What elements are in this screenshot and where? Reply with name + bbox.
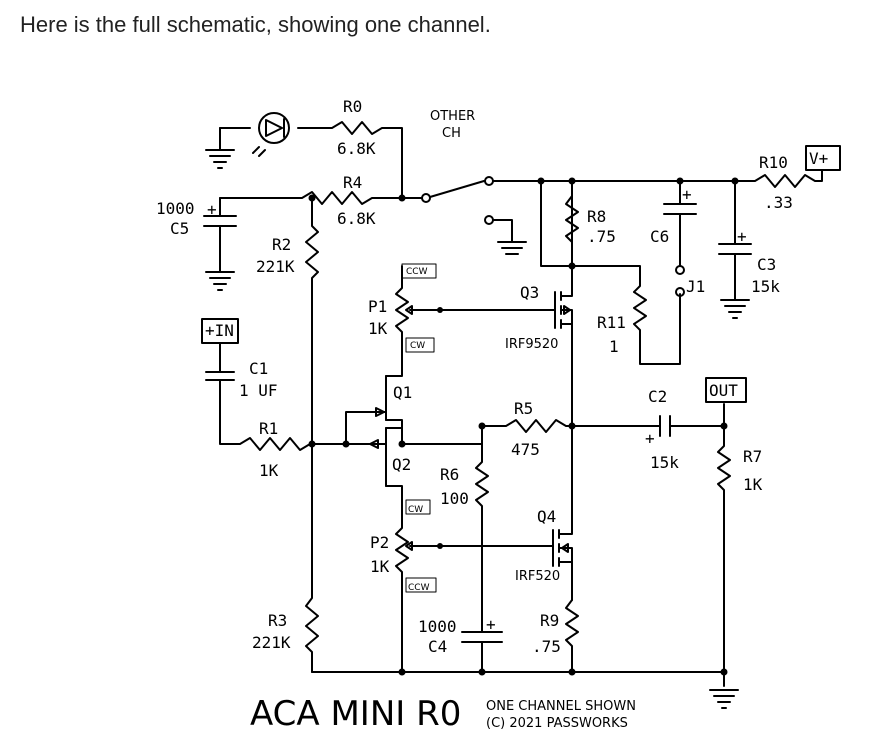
- schematic-title: ACA MINI R0: [250, 694, 461, 734]
- p1-ccw: CCW: [406, 267, 428, 277]
- r4-ref: R4: [343, 173, 362, 192]
- c1-value: 1 UF: [239, 381, 278, 400]
- led-branch: [205, 112, 403, 199]
- p2-ccw: CCW: [408, 583, 430, 593]
- c6-plus: +: [682, 185, 692, 204]
- note-copyright: (C) 2021 PASSWORKS: [486, 716, 628, 731]
- p1-ref: P1: [368, 297, 387, 316]
- q4: [552, 529, 573, 601]
- c3-value: 15k: [751, 277, 780, 296]
- r1-ref: R1: [259, 419, 278, 438]
- r2-ref: R2: [272, 235, 291, 254]
- intro-text: Here is the full schematic, showing one …: [20, 12, 491, 37]
- r6-ref: R6: [440, 465, 459, 484]
- vplus-label: V+: [809, 149, 828, 168]
- other-ch-line2: CH: [442, 126, 461, 141]
- r11-ref: R11: [597, 313, 626, 332]
- r11: [571, 265, 681, 365]
- p1-value: 1K: [368, 319, 388, 338]
- bottom-network: [311, 599, 728, 676]
- r3-ref: R3: [268, 611, 287, 630]
- r9-value: .75: [532, 637, 561, 656]
- c5-ref: C5: [170, 219, 189, 238]
- out-label: OUT: [709, 381, 738, 400]
- c4-value: 1000: [418, 617, 457, 636]
- r2-r3: [305, 194, 319, 673]
- c3-plus: +: [737, 227, 747, 246]
- p2-value: 1K: [370, 557, 390, 576]
- input-network: [201, 318, 373, 451]
- note-one-channel: ONE CHANNEL SHOWN: [486, 699, 636, 714]
- r0-value: 6.8K: [337, 139, 376, 158]
- r4-value: 6.8K: [337, 209, 376, 228]
- r8: [565, 195, 579, 267]
- c5-value: 1000: [156, 199, 195, 218]
- p1-cw: CW: [410, 341, 425, 351]
- c5-plus: +: [207, 200, 217, 219]
- r3-value: 221K: [252, 633, 291, 652]
- q4-ref: Q4: [537, 507, 556, 526]
- r4-switch: [219, 176, 736, 255]
- j1-ref: J1: [686, 277, 705, 296]
- q1-ref: Q1: [393, 383, 412, 402]
- c6-ref: C6: [650, 227, 669, 246]
- r7-ref: R7: [743, 447, 762, 466]
- c4-plus: +: [486, 615, 496, 634]
- c3-r10: [718, 145, 841, 319]
- r5-value: 475: [511, 440, 540, 459]
- c2-value: 15k: [650, 453, 679, 472]
- r6-value: 100: [440, 489, 469, 508]
- in-label: +IN: [205, 321, 234, 340]
- q1-q2: [342, 351, 406, 511]
- p1: [395, 263, 556, 353]
- c2-plus: +: [645, 429, 655, 448]
- q3-ref: Q3: [520, 283, 539, 302]
- p2: [395, 499, 554, 673]
- c1-ref: C1: [249, 359, 268, 378]
- p2-ref: P2: [370, 533, 389, 552]
- q3-part: IRF9520: [505, 337, 558, 352]
- r11-value: 1: [609, 337, 619, 356]
- r9-ref: R9: [540, 611, 559, 630]
- r7-value: 1K: [743, 475, 763, 494]
- other-ch-line1: OTHER: [430, 109, 475, 124]
- p2-cw: CW: [408, 505, 423, 515]
- r8-ref: R8: [587, 207, 606, 226]
- r2-value: 221K: [256, 257, 295, 276]
- c4-ref: C4: [428, 637, 447, 656]
- r10-ref: R10: [759, 153, 788, 172]
- led-icon: [258, 112, 290, 144]
- output-network: [401, 345, 747, 709]
- c2-ref: C2: [648, 387, 667, 406]
- r10-value: .33: [764, 193, 793, 212]
- c5: [203, 197, 237, 291]
- r8-value: .75: [587, 227, 616, 246]
- q2-ref: Q2: [392, 455, 411, 474]
- q4-part: IRF520: [515, 569, 560, 584]
- r1-value: 1K: [259, 461, 279, 480]
- r0-ref: R0: [343, 97, 362, 116]
- r5-ref: R5: [514, 399, 533, 418]
- q3: [537, 177, 576, 347]
- c3-ref: C3: [757, 255, 776, 274]
- c6-j1: [663, 177, 697, 297]
